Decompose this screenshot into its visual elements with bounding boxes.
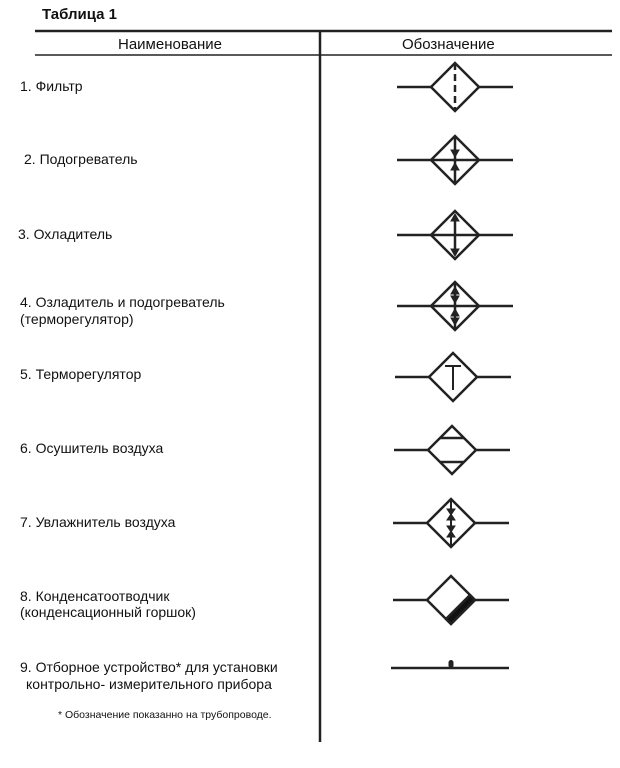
row-label: 1. Фильтр — [20, 78, 83, 94]
thermoregulator-symbol-icon — [395, 351, 511, 403]
row-label-continued: (терморегулятор) — [20, 311, 134, 327]
condensate-trap-symbol-icon — [393, 574, 509, 626]
column-header-symbol: Обозначение — [402, 36, 495, 53]
air-humidifier-symbol-icon — [393, 497, 509, 549]
cooler-symbol-icon — [397, 209, 513, 261]
sampling-device-symbol-icon — [391, 660, 509, 670]
row-label: 4. Озладитель и подогреватель — [20, 294, 225, 310]
row-label: 6. Осушитель воздуха — [20, 440, 164, 456]
column-header-name: Наименование — [118, 36, 222, 53]
row-label: 2. Подогреватель — [24, 151, 138, 167]
row-label: 8. Конденсатоотводчик — [20, 588, 170, 604]
row-label: 3. Охладитель — [18, 226, 113, 242]
cooler-heater-symbol-icon — [397, 280, 513, 332]
row-label-continued: (конденсационный горшок) — [20, 604, 196, 620]
air-dryer-symbol-icon — [394, 424, 510, 476]
row-label-continued: контрольно- измерительного прибора — [26, 676, 272, 692]
row-label: 9. Отборное устройство* для установки — [20, 659, 278, 675]
filter-symbol-icon — [397, 61, 513, 113]
row-label: 7. Увлажнитель воздуха — [20, 514, 176, 530]
heater-symbol-icon — [397, 134, 513, 186]
footnote: * Обозначение показанно на трубопроводе. — [58, 709, 272, 721]
table-title: Таблица 1 — [42, 6, 118, 23]
row-label: 5. Терморегулятор — [20, 366, 142, 382]
